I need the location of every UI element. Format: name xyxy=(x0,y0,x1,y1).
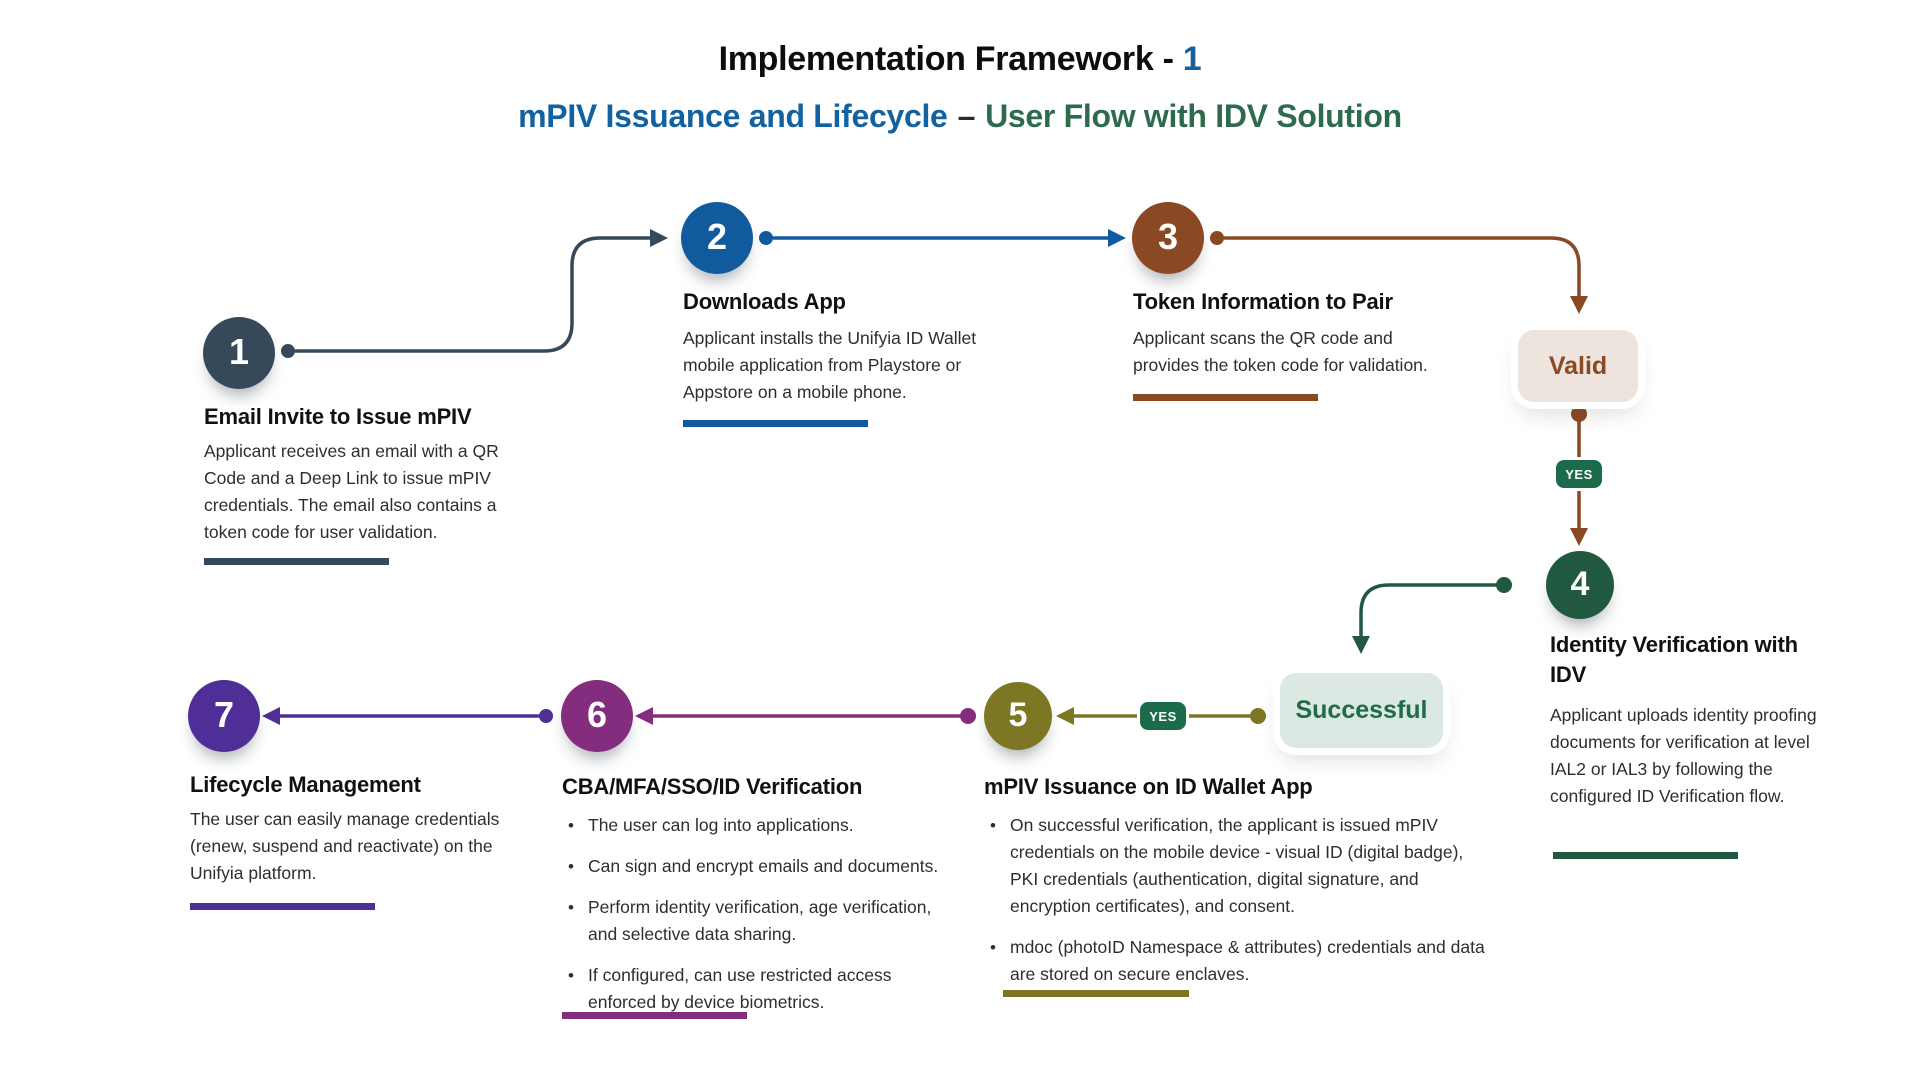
step-4-number: 4 xyxy=(1570,564,1590,603)
step-3-circle: 3 xyxy=(1132,202,1204,274)
step-5-bullet: mdoc (photoID Namespace & attributes) cr… xyxy=(990,934,1490,988)
step-6-bullet: If configured, can use restricted access… xyxy=(568,962,958,1016)
page-subtitle: mPIV Issuance and Lifecycle–User Flow wi… xyxy=(0,98,1920,135)
connector-valid-4-dot xyxy=(1571,406,1587,422)
valid-yes-badge: YES xyxy=(1556,460,1602,488)
successful-yes-label: YES xyxy=(1149,708,1177,724)
connector-1-2-arrowhead xyxy=(650,229,668,247)
step-1-underline xyxy=(204,558,389,565)
step-2-circle: 2 xyxy=(681,202,753,274)
step-1-title: Email Invite to Issue mPIV xyxy=(204,404,472,429)
connector-5-6-dot xyxy=(960,708,976,724)
step-4-circle: 4 xyxy=(1546,551,1614,619)
step-6-number: 6 xyxy=(586,694,608,735)
step-5-underline xyxy=(1003,990,1189,997)
step-7-description: The user can easily manage credentials (… xyxy=(190,809,500,883)
page-title: Implementation Framework - 1 xyxy=(0,40,1920,79)
step-1-circle: 1 xyxy=(203,317,275,389)
successful-yes-badge: YES xyxy=(1140,702,1186,730)
step-2-number: 2 xyxy=(706,216,728,257)
connector-6-7-dot xyxy=(539,709,553,723)
step-4-title: Identity Verification with IDV xyxy=(1550,632,1798,687)
connector-4-successful-line xyxy=(1359,583,1498,638)
step-5-circle: 5 xyxy=(984,682,1052,750)
step-6-circle: 6 xyxy=(561,680,633,752)
page-title-number: 1 xyxy=(1182,40,1202,78)
connector-successful-5-arrowhead xyxy=(1056,707,1074,725)
step-3-underline xyxy=(1133,394,1318,401)
connector-1-2-dot xyxy=(281,344,295,358)
step-4-underline xyxy=(1553,852,1738,859)
subtitle-left: mPIV Issuance and Lifecycle xyxy=(518,98,948,134)
connector-2-3-dot xyxy=(759,231,773,245)
valid-decision-box: Valid xyxy=(1518,330,1638,402)
successful-decision-box: Successful xyxy=(1280,673,1443,748)
step-7-underline xyxy=(190,903,375,910)
step-1-number: 1 xyxy=(228,331,250,372)
step-6-bullet: Perform identity verification, age verif… xyxy=(568,894,958,948)
connector-2-3-arrowhead xyxy=(1108,229,1126,247)
connector-4-successful-arrowhead xyxy=(1352,636,1370,654)
page-title-text: Implementation Framework - xyxy=(718,40,1183,78)
step-3-description: Applicant scans the QR code and provides… xyxy=(1133,328,1428,375)
step-3-number: 3 xyxy=(1157,216,1179,257)
step-7-title: Lifecycle Management xyxy=(190,772,421,797)
step-1-description: Applicant receives an email with a QR Co… xyxy=(204,441,499,542)
connector-3-valid-dot xyxy=(1210,231,1224,245)
connector-6-7-arrowhead xyxy=(262,707,280,725)
step-6-title: CBA/MFA/SSO/ID Verification xyxy=(562,774,863,799)
connector-3-valid-line xyxy=(1223,236,1581,298)
step-2-description: Applicant installs the Unifyia ID Wallet… xyxy=(683,328,977,402)
step-5-number: 5 xyxy=(1008,695,1028,734)
step-6-bullet: The user can log into applications. xyxy=(568,812,958,839)
step-7-circle: 7 xyxy=(188,680,260,752)
connector-4-successful-dot xyxy=(1496,577,1512,593)
valid-decision-label: Valid xyxy=(1548,351,1608,380)
step-5-bullet: On successful verification, the applican… xyxy=(990,812,1490,920)
step-6-underline xyxy=(562,1012,747,1019)
subtitle-right: User Flow with IDV Solution xyxy=(985,98,1402,134)
step-3-title: Token Information to Pair xyxy=(1133,289,1393,314)
step-6-bullet: Can sign and encrypt emails and document… xyxy=(568,853,958,880)
connector-valid-4-arrowhead xyxy=(1570,528,1588,546)
step-2-title: Downloads App xyxy=(683,289,846,314)
connector-1-2-line xyxy=(294,236,652,353)
successful-decision-label: Successful xyxy=(1295,696,1428,724)
step-5-bullet-list: On successful verification, the applican… xyxy=(984,812,1490,1002)
valid-yes-label: YES xyxy=(1565,466,1593,482)
step-2-underline xyxy=(683,420,868,427)
step-5-title: mPIV Issuance on ID Wallet App xyxy=(984,774,1313,799)
connector-3-valid-arrowhead xyxy=(1570,296,1588,314)
connector-successful-5-dot xyxy=(1250,708,1266,724)
subtitle-separator: – xyxy=(957,98,976,134)
connector-5-6-arrowhead xyxy=(635,707,653,725)
step-6-bullet-list: The user can log into applications. Can … xyxy=(562,812,958,1030)
step-7-number: 7 xyxy=(213,694,235,735)
step-4-description: Applicant uploads identity proofing docu… xyxy=(1550,705,1817,806)
